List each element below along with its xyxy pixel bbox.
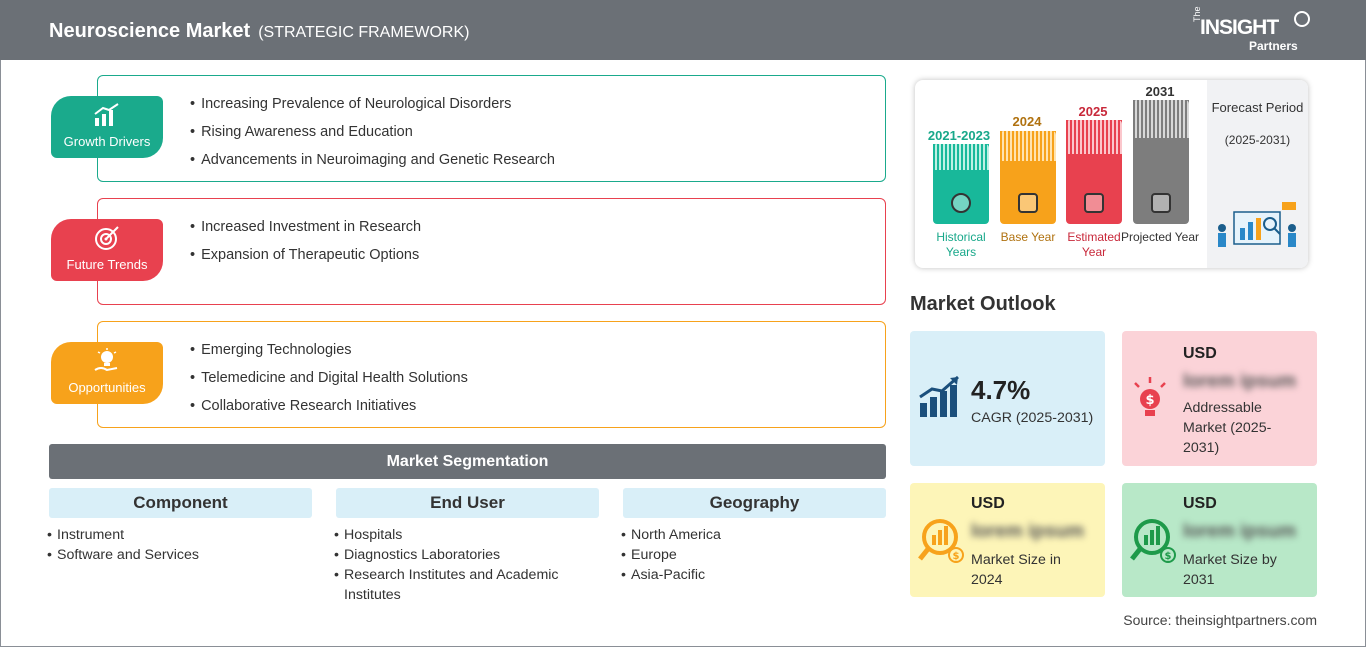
insight-partners-logo: The INSIGHT Partners — [1192, 6, 1312, 54]
market-size-2024-card: $ USD lorem ipsum Market Size in 2024 — [910, 483, 1105, 597]
opportunities-badge: Opportunities — [51, 342, 163, 404]
lightbulb-hand-icon — [94, 348, 118, 372]
historical-label: Historical Years — [936, 230, 986, 259]
forecast-range: (2025-2031) — [1224, 133, 1291, 147]
opportunities-box: Emerging Technologies Telemedicine and D… — [97, 321, 886, 428]
calendar-icon — [1018, 193, 1038, 213]
estimate-chart-icon — [1084, 193, 1104, 213]
segment-list-end-user: Hospitals Diagnostics Laboratories Resea… — [334, 525, 594, 605]
size-2031-label: Market Size by 2031 — [1183, 552, 1277, 588]
segment-heading-end-user: End User — [336, 488, 599, 518]
size-2024-usd: USD — [971, 495, 1005, 512]
logo-bulb-icon — [1294, 11, 1310, 27]
projected-year: 2031 — [1145, 84, 1175, 99]
list-item: Telemedicine and Digital Health Solution… — [190, 370, 468, 398]
money-bulb-icon: $ — [1134, 377, 1166, 416]
list-item: Advancements in Neuroimaging and Genetic… — [190, 152, 555, 180]
magnifier-chart-icon: $ — [918, 519, 964, 563]
cagr-card: 4.7% CAGR (2025-2031) — [910, 331, 1105, 466]
market-size-2031-card: $ USD lorem ipsum Market Size by 2031 — [1122, 483, 1317, 597]
forecast-panel: Forecast Period (2025-2031) — [1207, 80, 1308, 268]
historical-bar — [933, 144, 989, 224]
growth-chart-icon — [94, 103, 119, 126]
list-item: North America — [621, 525, 876, 545]
base-bar — [1000, 131, 1056, 224]
list-item: Research Institutes and Academic Institu… — [334, 565, 594, 605]
list-item: Rising Awareness and Education — [190, 124, 555, 152]
growth-drivers-list: Increasing Prevalence of Neurological Di… — [190, 96, 555, 180]
segment-list-geography: North America Europe Asia-Pacific — [621, 525, 876, 585]
market-segmentation-bar: Market Segmentation — [49, 444, 886, 479]
segment-list-component: Instrument Software and Services — [47, 525, 302, 565]
size-2024-value: lorem ipsum — [971, 521, 1084, 542]
svg-text:$: $ — [1165, 551, 1172, 562]
analytics-people-icon — [1218, 202, 1296, 247]
addressable-usd: USD — [1183, 345, 1217, 362]
future-trends-badge: Future Trends — [51, 219, 163, 281]
page-subtitle: (STRATEGIC FRAMEWORK) — [258, 24, 470, 41]
header-bar: Neuroscience Market(STRATEGIC FRAMEWORK)… — [0, 0, 1366, 60]
cagr-label: CAGR (2025-2031) — [971, 410, 1094, 426]
base-year: 2024 — [1012, 114, 1042, 129]
market-outlook-title: Market Outlook — [910, 293, 1056, 315]
cagr-value: 4.7% — [971, 375, 1031, 405]
list-item: Software and Services — [47, 545, 302, 565]
presentation-icon — [1151, 193, 1171, 213]
list-item: Expansion of Therapeutic Options — [190, 247, 421, 275]
segment-heading-component: Component — [49, 488, 312, 518]
addressable-value: lorem ipsum — [1183, 371, 1296, 392]
estimated-bar — [1066, 120, 1122, 224]
list-item: Asia-Pacific — [621, 565, 876, 585]
growth-chart-icon — [919, 375, 959, 417]
growth-drivers-badge: Growth Drivers — [51, 96, 163, 158]
list-item: Instrument — [47, 525, 302, 545]
target-icon — [95, 226, 119, 250]
growth-drivers-box: Increasing Prevalence of Neurological Di… — [97, 75, 886, 182]
list-item: Hospitals — [334, 525, 594, 545]
opportunities-list: Emerging Technologies Telemedicine and D… — [190, 342, 468, 426]
list-item: Diagnostics Laboratories — [334, 545, 594, 565]
list-item: Collaborative Research Initiatives — [190, 398, 468, 426]
svg-text:$: $ — [953, 551, 960, 562]
svg-text:$: $ — [1145, 393, 1154, 408]
estimated-year: 2025 — [1078, 104, 1108, 119]
source-note: Source: theinsightpartners.com — [1123, 612, 1317, 628]
future-trends-list: Increased Investment in Research Expansi… — [190, 219, 421, 275]
page-title: Neuroscience Market(STRATEGIC FRAMEWORK) — [49, 20, 470, 42]
timeline-card: Forecast Period (2025-2031) 2021-2023 Hi… — [915, 80, 1308, 268]
estimated-label: Estimated Year — [1067, 230, 1121, 259]
list-item: Europe — [621, 545, 876, 565]
base-label: Base Year — [1000, 230, 1056, 244]
list-item: Emerging Technologies — [190, 342, 468, 370]
addressable-label: Addressable Market (2025-2031) — [1183, 400, 1272, 456]
addressable-market-card: $ USD lorem ipsum Addressable Market (20… — [1122, 331, 1317, 466]
list-item: Increased Investment in Research — [190, 219, 421, 247]
size-2031-value: lorem ipsum — [1183, 521, 1296, 542]
size-2024-label: Market Size in 2024 — [971, 552, 1061, 588]
projected-label: Projected Year — [1120, 230, 1200, 244]
history-clock-icon — [951, 193, 971, 213]
list-item: Increasing Prevalence of Neurological Di… — [190, 96, 555, 124]
historical-year: 2021-2023 — [927, 128, 991, 143]
future-trends-box: Increased Investment in Research Expansi… — [97, 198, 886, 305]
segment-heading-geography: Geography — [623, 488, 886, 518]
size-2031-usd: USD — [1183, 495, 1217, 512]
projected-bar — [1133, 100, 1189, 224]
forecast-title: Forecast Period — [1211, 100, 1304, 115]
magnifier-chart-icon: $ — [1130, 519, 1176, 563]
